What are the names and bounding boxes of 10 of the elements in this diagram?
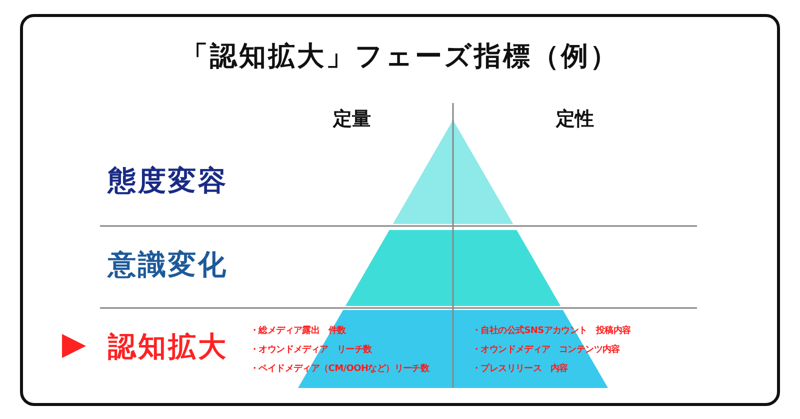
bullet-text: ・オウンドメディア コンテンツ内容: [472, 343, 620, 356]
bullet-text: ・ペイドメディア（CM/OOHなど）リーチ数: [250, 362, 430, 375]
stage-label: 態度変容: [108, 163, 228, 199]
bullet-text: ・オウンドメディア リーチ数: [250, 344, 372, 356]
stage-label: 認知拡大: [108, 329, 228, 365]
title: 「認知拡大」フェーズ指標（例）: [180, 40, 620, 74]
bullet-text: ・プレスリリース 内容: [472, 362, 568, 375]
column-heading: 定量: [333, 107, 371, 132]
column-heading: 定性: [556, 107, 594, 132]
stage-label: 意識変化: [108, 247, 228, 283]
